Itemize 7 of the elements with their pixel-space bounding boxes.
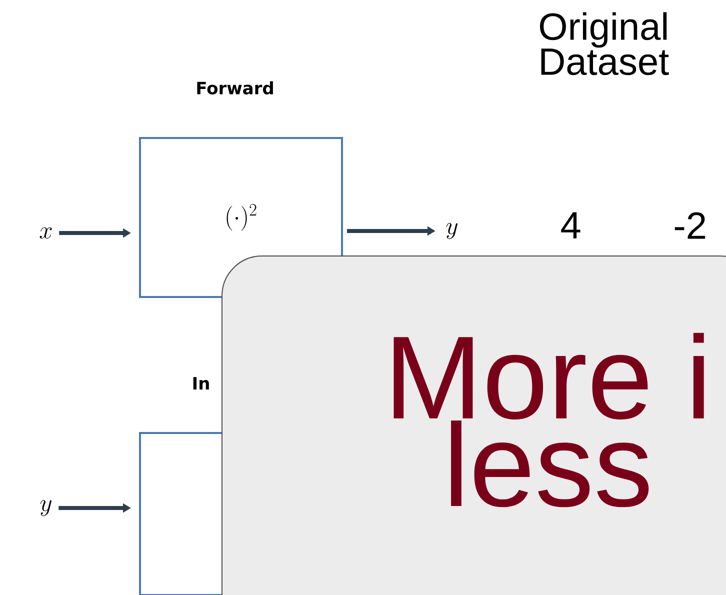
box-heading: In: [193, 377, 209, 390]
variable-label: $x$: [40, 227, 52, 239]
variable-label: $y$: [40, 500, 52, 516]
table-heading: Original Dataset: [540, 12, 669, 76]
variable-label: $y$: [446, 222, 458, 240]
box-heading: Forward: [197, 81, 273, 94]
overlay-card: More i less: [222, 256, 726, 595]
